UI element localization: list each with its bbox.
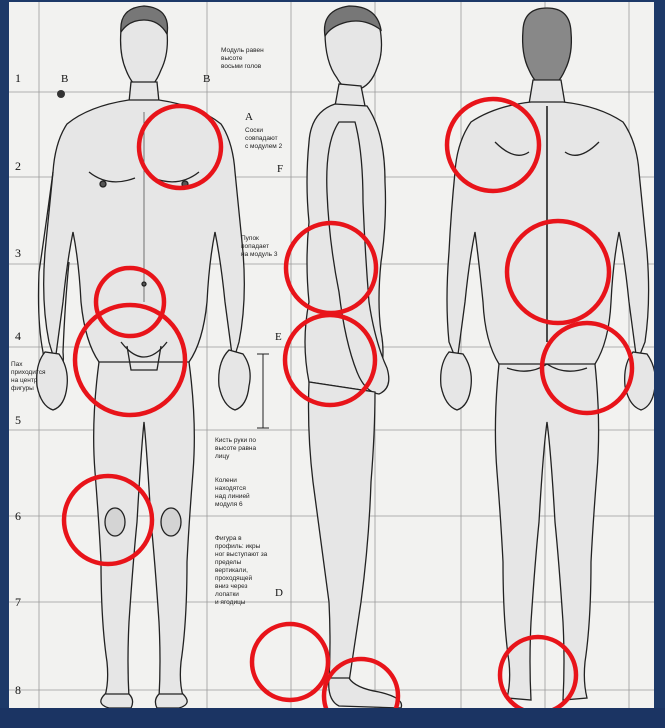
highlight-circle-lower-back bbox=[507, 221, 609, 323]
highlight-circle-heel bbox=[252, 624, 328, 700]
highlight-circle-buttock-back bbox=[542, 323, 632, 413]
highlight-circle-navel bbox=[96, 268, 164, 336]
highlight-circle-ankle bbox=[500, 637, 576, 713]
highlight-circle-knee bbox=[64, 476, 152, 564]
highlight-circle-pelvis bbox=[75, 305, 185, 415]
highlight-circle-chest bbox=[139, 106, 221, 188]
highlight-circle-shoulder-blade bbox=[447, 99, 539, 191]
bottom-strip bbox=[0, 708, 665, 728]
highlight-circle-elbow bbox=[286, 223, 376, 313]
highlight-circle-buttock-side bbox=[285, 315, 375, 405]
